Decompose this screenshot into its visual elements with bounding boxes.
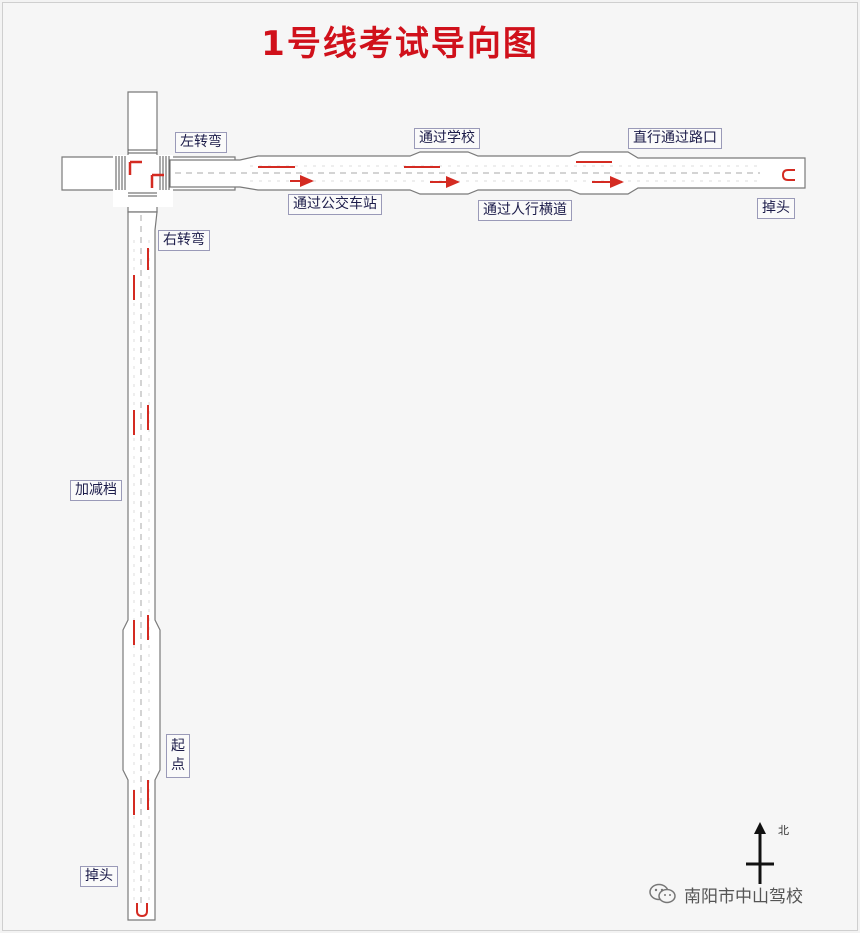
label-left-turn: 左转弯 xyxy=(175,132,227,153)
compass-north-label: 北 xyxy=(778,824,789,837)
watermark: 南阳市中山驾校 xyxy=(648,880,803,908)
east-road xyxy=(169,151,806,195)
label-pass-bus-stop: 通过公交车站 xyxy=(288,194,382,215)
turn-arrows xyxy=(128,160,164,188)
south-road xyxy=(122,211,161,921)
diagram-title: 1号线考试导向图 xyxy=(261,24,539,64)
label-right-turn: 右转弯 xyxy=(158,230,210,251)
label-pass-crosswalk: 通过人行横道 xyxy=(478,200,572,221)
label-uturn-east: 掉头 xyxy=(757,198,795,219)
label-gear-change: 加减档 xyxy=(70,480,122,501)
label-pass-school: 通过学校 xyxy=(414,128,480,149)
label-start: 起点 xyxy=(166,734,190,778)
compass-north-arrow xyxy=(746,822,774,884)
wechat-icon xyxy=(649,883,676,904)
watermark-text: 南阳市中山驾校 xyxy=(684,886,803,907)
label-straight-intersection: 直行通过路口 xyxy=(628,128,722,149)
label-uturn-south: 掉头 xyxy=(80,866,118,887)
